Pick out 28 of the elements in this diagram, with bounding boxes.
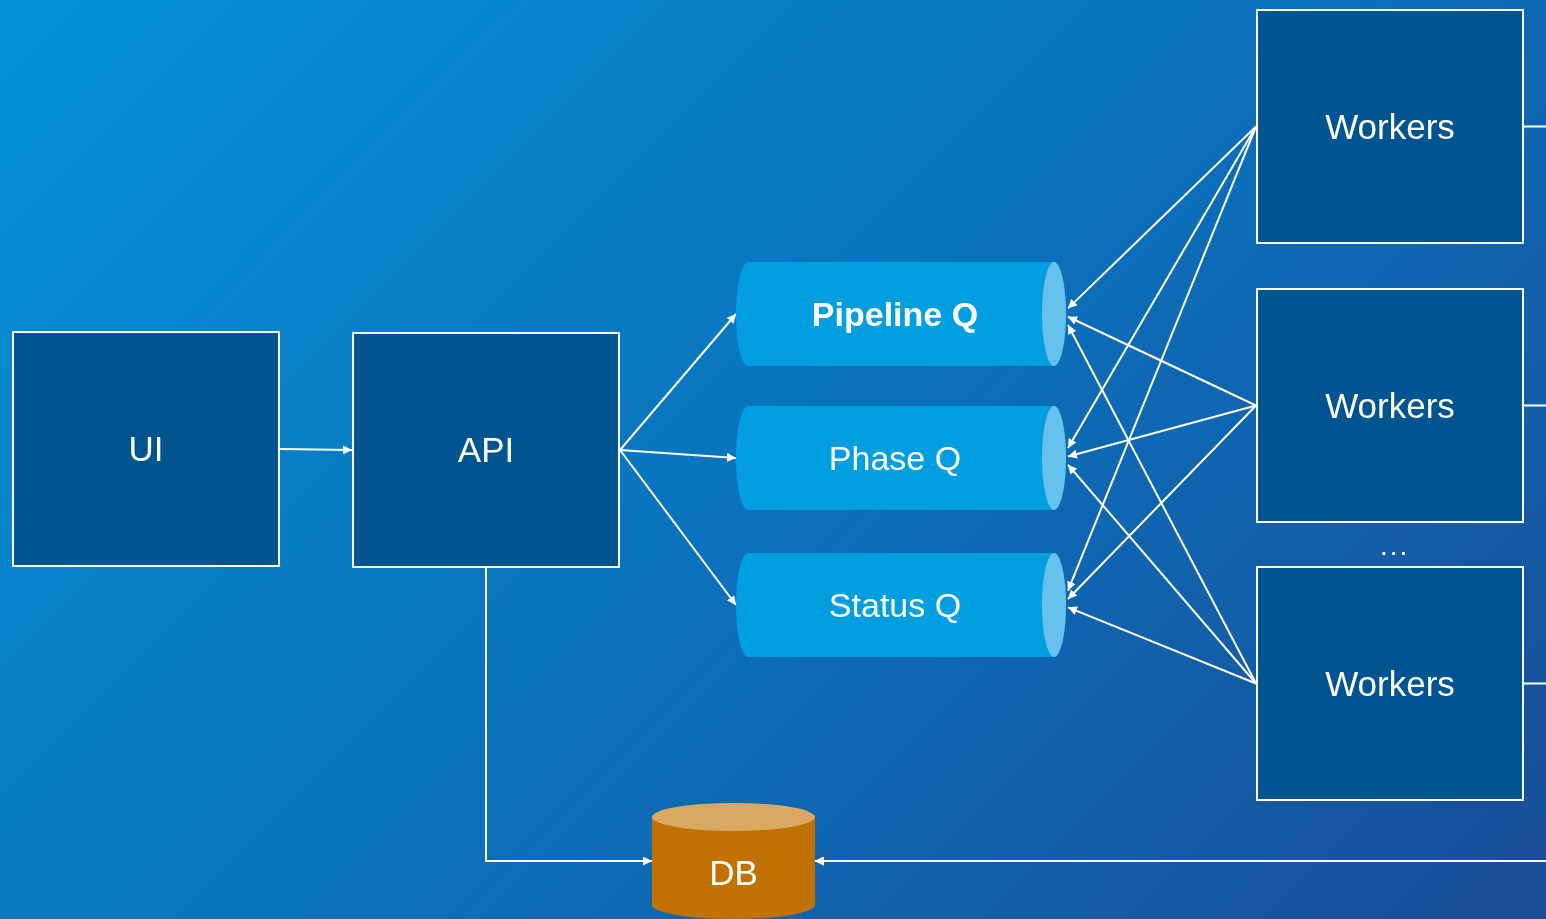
node-label: Pipeline Q [811, 294, 979, 334]
component-box [1256, 9, 1524, 244]
connector-arrow [1067, 125, 1257, 592]
component-box [12, 331, 280, 567]
ellipsis-label: ... [1380, 530, 1410, 562]
component-box [352, 332, 620, 568]
connector-arrow [1067, 606, 1257, 685]
connector-arrow [1067, 404, 1257, 459]
node-label: Phase Q [828, 438, 962, 478]
node-label: Workers [1325, 106, 1455, 147]
connector-arrow [1067, 463, 1257, 685]
connector-arrow [619, 449, 737, 606]
node-label: Workers [1325, 385, 1455, 426]
node-label: API [457, 430, 515, 470]
connector-arrow [1067, 315, 1257, 407]
node-label: Workers [1325, 663, 1455, 704]
node-label: Status Q [828, 585, 962, 625]
component-box [1256, 566, 1524, 801]
connector-arrow [1067, 125, 1257, 310]
connector-arrow [485, 567, 653, 866]
connector-arrow [619, 449, 737, 462]
connector-arrow [1067, 404, 1257, 600]
connector-arrow [619, 313, 737, 451]
connector-arrow [814, 682, 1546, 866]
node-label: DB [709, 853, 758, 893]
connector-arrow [279, 445, 353, 455]
node-label: UI [128, 429, 164, 469]
component-box [1256, 288, 1524, 523]
